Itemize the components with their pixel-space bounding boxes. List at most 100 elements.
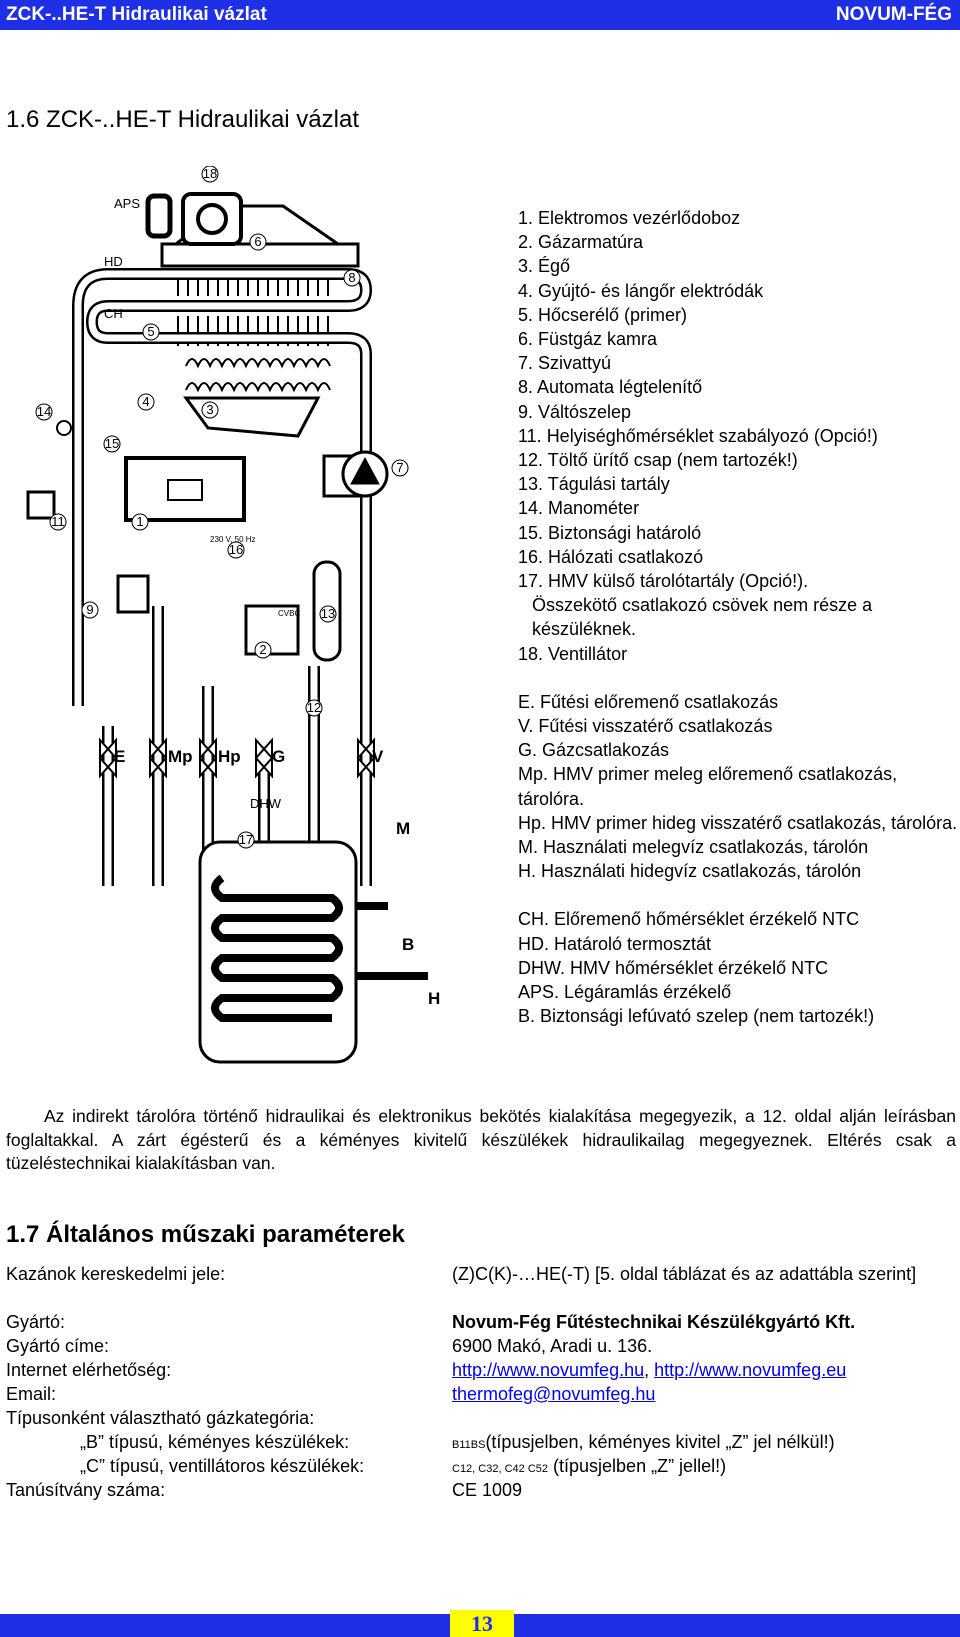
param-value: 6900 Makó, Aradi u. 136.	[452, 1336, 653, 1356]
param-label: Típusonként választható gázkategória:	[6, 1408, 315, 1428]
legend-item: 6. Füstgáz kamra	[518, 329, 658, 350]
svg-text:14: 14	[37, 404, 51, 419]
num-9: 9	[81, 601, 99, 619]
svg-text:7: 7	[396, 460, 403, 475]
label-mp: Mp	[168, 747, 193, 766]
param-value: Novum-Fég Fűtéstechnikai Készülékgyártó …	[452, 1312, 856, 1332]
num-18: 18	[201, 166, 219, 183]
sensor-item: HD. Határoló termosztát	[518, 933, 712, 954]
legend-note: Összekötő csatlakozó csövek nem része a …	[532, 595, 873, 640]
connection-item: G. Gázcsatlakozás	[518, 740, 670, 761]
param-label: Email:	[6, 1384, 57, 1404]
param-label: Gyártó címe:	[6, 1336, 110, 1356]
label-power: 230 V, 50 Hz	[210, 535, 256, 544]
label-b: B	[402, 935, 414, 954]
param-row: Gyártó címe: 6900 Makó, Aradi u. 136.	[6, 1334, 956, 1358]
sensor-item: APS. Légáramlás érzékelő	[518, 982, 732, 1003]
label-cvbc: CVBC	[278, 609, 300, 618]
num-7: 7	[391, 459, 409, 477]
param-label: „B” típusú, kéményes készülékek:	[80, 1432, 350, 1452]
connection-item: M. Használati melegvíz csatlakozás, táro…	[518, 837, 869, 858]
legend-item: 3. Égő	[518, 256, 571, 277]
legend-item: 11. Helyiséghőmérséklet szabályozó (Opci…	[518, 425, 878, 446]
param-row: „B” típusú, kéményes készülékek: B11BS(t…	[6, 1430, 956, 1454]
b-note: (típusjelben, kéményes kivitel „Z” jel n…	[485, 1432, 835, 1452]
web-link-eu[interactable]: http://www.novumfeg.eu	[654, 1360, 847, 1380]
num-11: 11	[49, 513, 67, 531]
svg-text:16: 16	[229, 542, 243, 557]
label-m: M	[396, 819, 410, 838]
param-row: Email: thermofeg@novumfeg.hu	[6, 1382, 956, 1406]
svg-text:18: 18	[203, 166, 217, 181]
header-title: ZCK-..HE-T Hidraulikai vázlat	[6, 4, 267, 25]
legend-item: 17. HMV külső tárolótartály (Opció!).	[518, 571, 809, 592]
param-label: Tanúsítvány száma:	[6, 1480, 166, 1500]
num-13: 13	[319, 605, 337, 623]
sensor-item: DHW. HMV hőmérséklet érzékelő NTC	[518, 957, 829, 978]
param-row: „C” típusú, ventillátoros készülékek: C1…	[6, 1454, 956, 1478]
param-label: Internet elérhetőség:	[6, 1360, 172, 1380]
label-g: G	[272, 747, 285, 766]
num-17: 17	[237, 831, 255, 849]
param-value: thermofeg@novumfeg.hu	[452, 1382, 952, 1406]
web-link-hu[interactable]: http://www.novumfeg.hu	[452, 1360, 645, 1380]
param-row: Kazánok kereskedelmi jele: (Z)C(K)-…HE(-…	[6, 1262, 956, 1310]
svg-text:11: 11	[51, 514, 65, 529]
svg-text:17: 17	[239, 832, 253, 847]
page-number: 13	[450, 1610, 514, 1637]
connection-item: E. Fűtési előremenő csatlakozás	[518, 691, 779, 712]
connection-item: V. Fűtési visszatérő csatlakozás	[518, 716, 773, 737]
svg-text:5: 5	[147, 324, 154, 339]
svg-text:2: 2	[259, 642, 266, 657]
connection-item: Mp. HMV primer meleg előremenő csatlakoz…	[518, 764, 898, 809]
legend-item: 5. Hőcserélő (primer)	[518, 304, 688, 325]
num-5: 5	[142, 323, 160, 341]
section-title-params: 1.7 Általános műszaki paraméterek	[6, 1221, 405, 1248]
legend-item: 18. Ventillátor	[518, 643, 628, 664]
legend-item: 12. Töltő ürítő csap (nem tartozék!)	[518, 450, 798, 471]
num-6: 6	[249, 233, 267, 251]
num-16: 16	[227, 541, 245, 559]
web-separator: ,	[644, 1360, 655, 1380]
sensor-item: B. Biztonsági lefúvató szelep (nem tarto…	[518, 1006, 875, 1027]
svg-text:12: 12	[307, 700, 321, 715]
legend-item: 1. Elektromos vezérlődoboz	[518, 208, 741, 228]
email-link[interactable]: thermofeg@novumfeg.hu	[452, 1384, 656, 1404]
label-aps: APS	[114, 196, 140, 211]
svg-text:4: 4	[142, 394, 149, 409]
label-h: H	[428, 989, 440, 1008]
param-row: Gyártó: Novum-Fég Fűtéstechnikai Készülé…	[6, 1310, 956, 1334]
connection-item: H. Használati hidegvíz csatlakozás, táro…	[518, 861, 862, 882]
svg-text:3: 3	[206, 402, 213, 417]
legend-item: 9. Váltószelep	[518, 401, 632, 422]
svg-text:9: 9	[86, 602, 93, 617]
param-label: „C” típusú, ventillátoros készülékek:	[80, 1456, 365, 1476]
svg-text:8: 8	[348, 270, 355, 285]
num-2: 2	[254, 641, 272, 659]
hydraulic-diagram: 18 6 8 5 4 3 14 15 7 11 1 16 9 13 2 12 1…	[26, 166, 440, 1064]
label-e: E	[114, 747, 125, 766]
svg-text:15: 15	[105, 436, 119, 451]
svg-text:1: 1	[136, 514, 143, 529]
parameters-table: Kazánok kereskedelmi jele: (Z)C(K)-…HE(-…	[6, 1262, 956, 1502]
header-brand: NOVUM-FÉG	[835, 4, 952, 25]
num-14: 14	[35, 403, 53, 421]
label-v: V	[372, 747, 384, 766]
param-label: Kazánok kereskedelmi jele:	[6, 1264, 226, 1284]
legend: 1. Elektromos vezérlődoboz 2. Gázarmatúr…	[518, 206, 958, 1029]
num-3: 3	[201, 401, 219, 419]
header-bar: ZCK-..HE-T Hidraulikai vázlat NOVUM-FÉG	[0, 0, 960, 30]
legend-item: 8. Automata légtelenítő	[518, 377, 703, 398]
svg-text:6: 6	[254, 234, 261, 249]
legend-item: 15. Biztonsági határoló	[518, 522, 702, 543]
num-12: 12	[305, 699, 323, 717]
sensor-item: CH. Előremenő hőmérséklet érzékelő NTC	[518, 909, 860, 930]
legend-item: 13. Tágulási tartály	[518, 474, 670, 495]
param-row: Internet elérhetőség: http://www.novumfe…	[6, 1358, 956, 1382]
label-hd: HD	[104, 254, 123, 269]
legend-item: 14. Manométer	[518, 498, 640, 519]
legend-item: 16. Hálózati csatlakozó	[518, 546, 704, 567]
label-dhw: DHW	[250, 796, 282, 811]
legend-item: 2. Gázarmatúra	[518, 232, 644, 253]
legend-item: 4. Gyújtó- és lángőr elektródák	[518, 280, 764, 301]
